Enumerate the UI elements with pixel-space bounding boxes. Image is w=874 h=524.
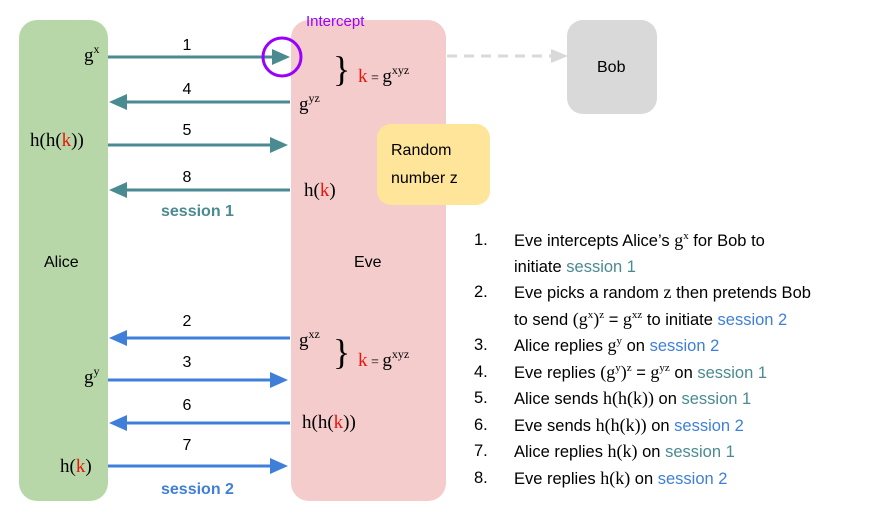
session-1-label: session 1 xyxy=(161,203,234,220)
eve-hhk: h(h(k)) xyxy=(302,412,356,433)
arrow-5 xyxy=(108,137,288,153)
dashed-arrow-to-bob xyxy=(447,49,568,63)
arrow-number-1: 1 xyxy=(182,37,192,54)
arrow-number-2: 2 xyxy=(182,313,192,330)
eve-gxz: gxz xyxy=(299,327,320,351)
alice-gx: gx xyxy=(84,42,100,66)
alice-label: Alice xyxy=(44,254,79,271)
random-number-box xyxy=(377,124,490,205)
alice-hhk: h(h(k)) xyxy=(30,130,84,151)
bob-box xyxy=(567,20,657,114)
step-2: 2. Eve picks a random z then pretends Bo… xyxy=(474,282,811,329)
step-8: 8. Eve replies h(k) on session 2 xyxy=(474,467,728,488)
arrow-8 xyxy=(109,182,290,198)
eve-box xyxy=(291,20,446,501)
session-2-label: session 2 xyxy=(161,481,234,498)
arrow-2 xyxy=(109,330,290,346)
arrow-number-7: 7 xyxy=(182,437,192,454)
arrow-number-5: 5 xyxy=(182,122,192,139)
alice-hk: h(k) xyxy=(60,456,92,477)
arrow-7 xyxy=(108,458,288,474)
step-7: 7. Alice replies h(k) on session 1 xyxy=(474,441,735,461)
arrow-number-8: 8 xyxy=(182,169,192,186)
step-4: 4. Eve replies (gy)z = gyz on session 1 xyxy=(474,361,768,382)
eve-label: Eve xyxy=(354,254,382,271)
step-5: 5. Alice sends h(h(k)) on session 1 xyxy=(474,388,752,408)
bob-label: Bob xyxy=(597,59,626,76)
eve-hk: h(k) xyxy=(304,180,336,201)
eve-key-1: k = gxyz xyxy=(358,63,410,87)
arrow-number-3: 3 xyxy=(182,354,192,371)
alice-box xyxy=(19,20,108,501)
eve-gyz: gyz xyxy=(299,91,320,115)
arrow-number-6: 6 xyxy=(182,397,192,414)
arrow-4 xyxy=(109,94,290,110)
eve-key-2: k = gxyz xyxy=(358,347,410,371)
random-label-line1: Random xyxy=(391,142,452,159)
arrow-number-4: 4 xyxy=(182,81,192,98)
eve-brace-2: } xyxy=(333,332,351,372)
arrow-6 xyxy=(109,415,290,431)
intercept-circle xyxy=(261,36,303,78)
alice-gy: gy xyxy=(84,364,100,388)
step-3: 3. Alice replies gy on session 2 xyxy=(474,335,720,355)
random-label-line2: number z xyxy=(391,170,458,187)
eve-brace-1: } xyxy=(333,49,351,89)
arrow-1 xyxy=(108,49,290,65)
arrow-3 xyxy=(108,372,288,388)
step-6: 6. Eve sends h(h(k)) on session 2 xyxy=(474,414,744,435)
intercept-label: Intercept xyxy=(306,13,365,30)
